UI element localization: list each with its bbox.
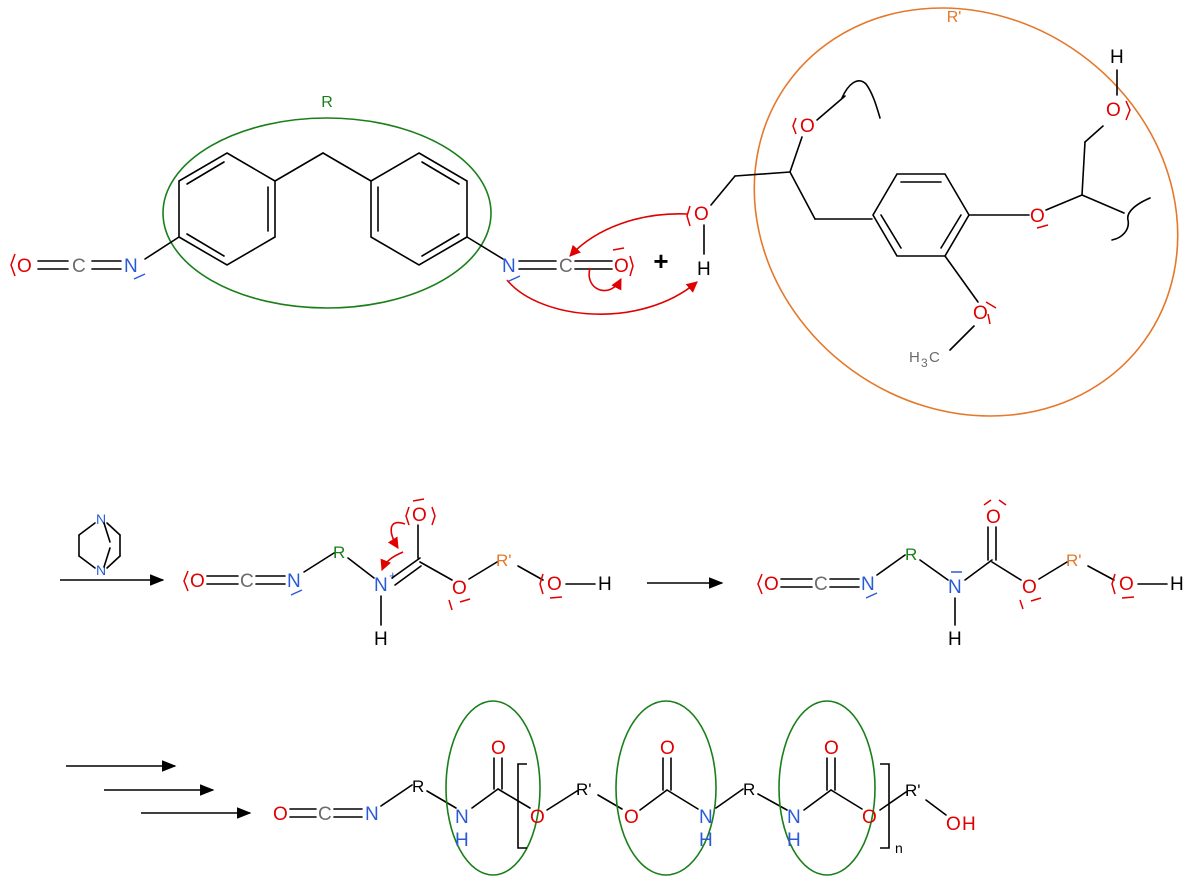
svg-text:H: H <box>598 574 612 595</box>
repeat-index-n: n <box>895 840 903 856</box>
svg-text:R': R' <box>576 780 592 799</box>
svg-text:C: C <box>240 571 254 592</box>
urethane-circle-1 <box>445 700 541 876</box>
svg-text:O: O <box>824 738 839 759</box>
electron-arrows-row1 <box>506 213 698 315</box>
svg-text:R: R <box>333 543 345 562</box>
lignin-unit: R' O H O O O H O <box>686 7 1179 417</box>
mdi-molecule: R N C O N C O <box>10 94 634 309</box>
curly-arrow-c-to-n <box>380 551 404 572</box>
svg-text:R: R <box>905 545 917 564</box>
svg-text:R: R <box>412 777 424 796</box>
curly-arrow-o-to-c <box>387 521 406 549</box>
right-benzene-ring <box>370 152 468 266</box>
atom-o-ether-right: O <box>1030 206 1045 227</box>
svg-text:O: O <box>530 807 545 828</box>
svg-text:R': R' <box>496 551 512 570</box>
svg-text:H: H <box>374 629 388 650</box>
svg-text:N: N <box>455 807 469 828</box>
svg-text:C: C <box>814 574 828 595</box>
svg-text:N: N <box>787 807 801 828</box>
intermediate-zwitterion: O C N R N + H O O R' O H <box>183 498 612 650</box>
atom-c-left: C <box>72 256 86 277</box>
svg-text:O: O <box>660 738 675 759</box>
svg-text:R': R' <box>1066 551 1082 570</box>
svg-text:H: H <box>1170 574 1184 595</box>
atom-o-top-right: O <box>1106 100 1121 121</box>
methyl-c: C <box>929 349 940 366</box>
svg-text:O: O <box>986 507 1001 528</box>
svg-text:O: O <box>1022 577 1037 598</box>
dabco-catalyst-icon: N N <box>78 511 121 578</box>
rprime-group-label: R' <box>947 9 962 26</box>
svg-text:+: + <box>389 568 397 583</box>
curly-arrow-n-to-h <box>506 279 698 315</box>
r-group-label: R <box>321 94 333 111</box>
svg-text:O: O <box>452 578 467 599</box>
svg-text:H: H <box>962 814 976 835</box>
rprime-group-ellipse <box>753 7 1179 417</box>
methyl-h: H <box>909 349 920 366</box>
svg-text:H: H <box>699 830 713 851</box>
svg-text:O: O <box>946 814 961 835</box>
svg-text:O: O <box>547 574 562 595</box>
left-benzene-ring <box>178 152 276 266</box>
atom-o-ether-top: O <box>800 116 815 137</box>
svg-text:N: N <box>287 571 301 592</box>
bracket-open <box>517 763 527 849</box>
urethane-monoadduct: O C N R N H O O R' O H <box>757 499 1184 650</box>
svg-text:N: N <box>96 511 106 527</box>
svg-text:N: N <box>374 575 388 596</box>
svg-text:R: R <box>743 780 755 799</box>
svg-text:H: H <box>787 830 801 851</box>
svg-text:O: O <box>624 807 639 828</box>
svg-text:O: O <box>273 804 288 825</box>
polyurethane-product: O C N R N H O O R' O O N H R <box>273 700 976 876</box>
atom-n-left: N <box>124 256 138 277</box>
svg-text:O: O <box>491 738 506 759</box>
atom-c-right: C <box>559 256 573 277</box>
lignin-benzene-ring <box>872 173 970 257</box>
curly-arrow-oh-to-c <box>569 213 689 257</box>
atom-o-left: O <box>17 256 32 277</box>
atom-h-top-right: H <box>1110 47 1124 68</box>
svg-text:O: O <box>862 807 877 828</box>
svg-text:N: N <box>96 562 106 578</box>
atom-o-right: O <box>614 256 629 277</box>
svg-text:R': R' <box>905 781 921 800</box>
svg-text:O: O <box>1119 574 1134 595</box>
r-group-ellipse <box>162 117 492 309</box>
svg-text:O: O <box>412 505 427 526</box>
svg-text:H: H <box>948 629 962 650</box>
urethane-circle-2 <box>615 700 717 876</box>
svg-text:O: O <box>764 574 779 595</box>
svg-text:C: C <box>318 804 332 825</box>
atom-h-hydroxyl: H <box>697 259 711 280</box>
atom-n-right: N <box>502 256 516 277</box>
reaction-arrows-stacked <box>66 760 252 819</box>
svg-text:N: N <box>699 807 713 828</box>
svg-text:O: O <box>190 571 205 592</box>
svg-text:N: N <box>365 804 379 825</box>
svg-text:H: H <box>455 830 469 851</box>
atom-o-hydroxyl: O <box>694 204 709 225</box>
plus-sign: + <box>653 246 668 276</box>
urethane-circle-3 <box>778 700 876 876</box>
curly-arrow-co-to-o <box>588 267 622 292</box>
bracket-close <box>880 763 890 849</box>
atom-o-methoxy: O <box>973 303 988 324</box>
svg-text:N: N <box>861 574 875 595</box>
methyl-3: 3 <box>921 356 928 370</box>
svg-text:N: N <box>948 577 962 598</box>
